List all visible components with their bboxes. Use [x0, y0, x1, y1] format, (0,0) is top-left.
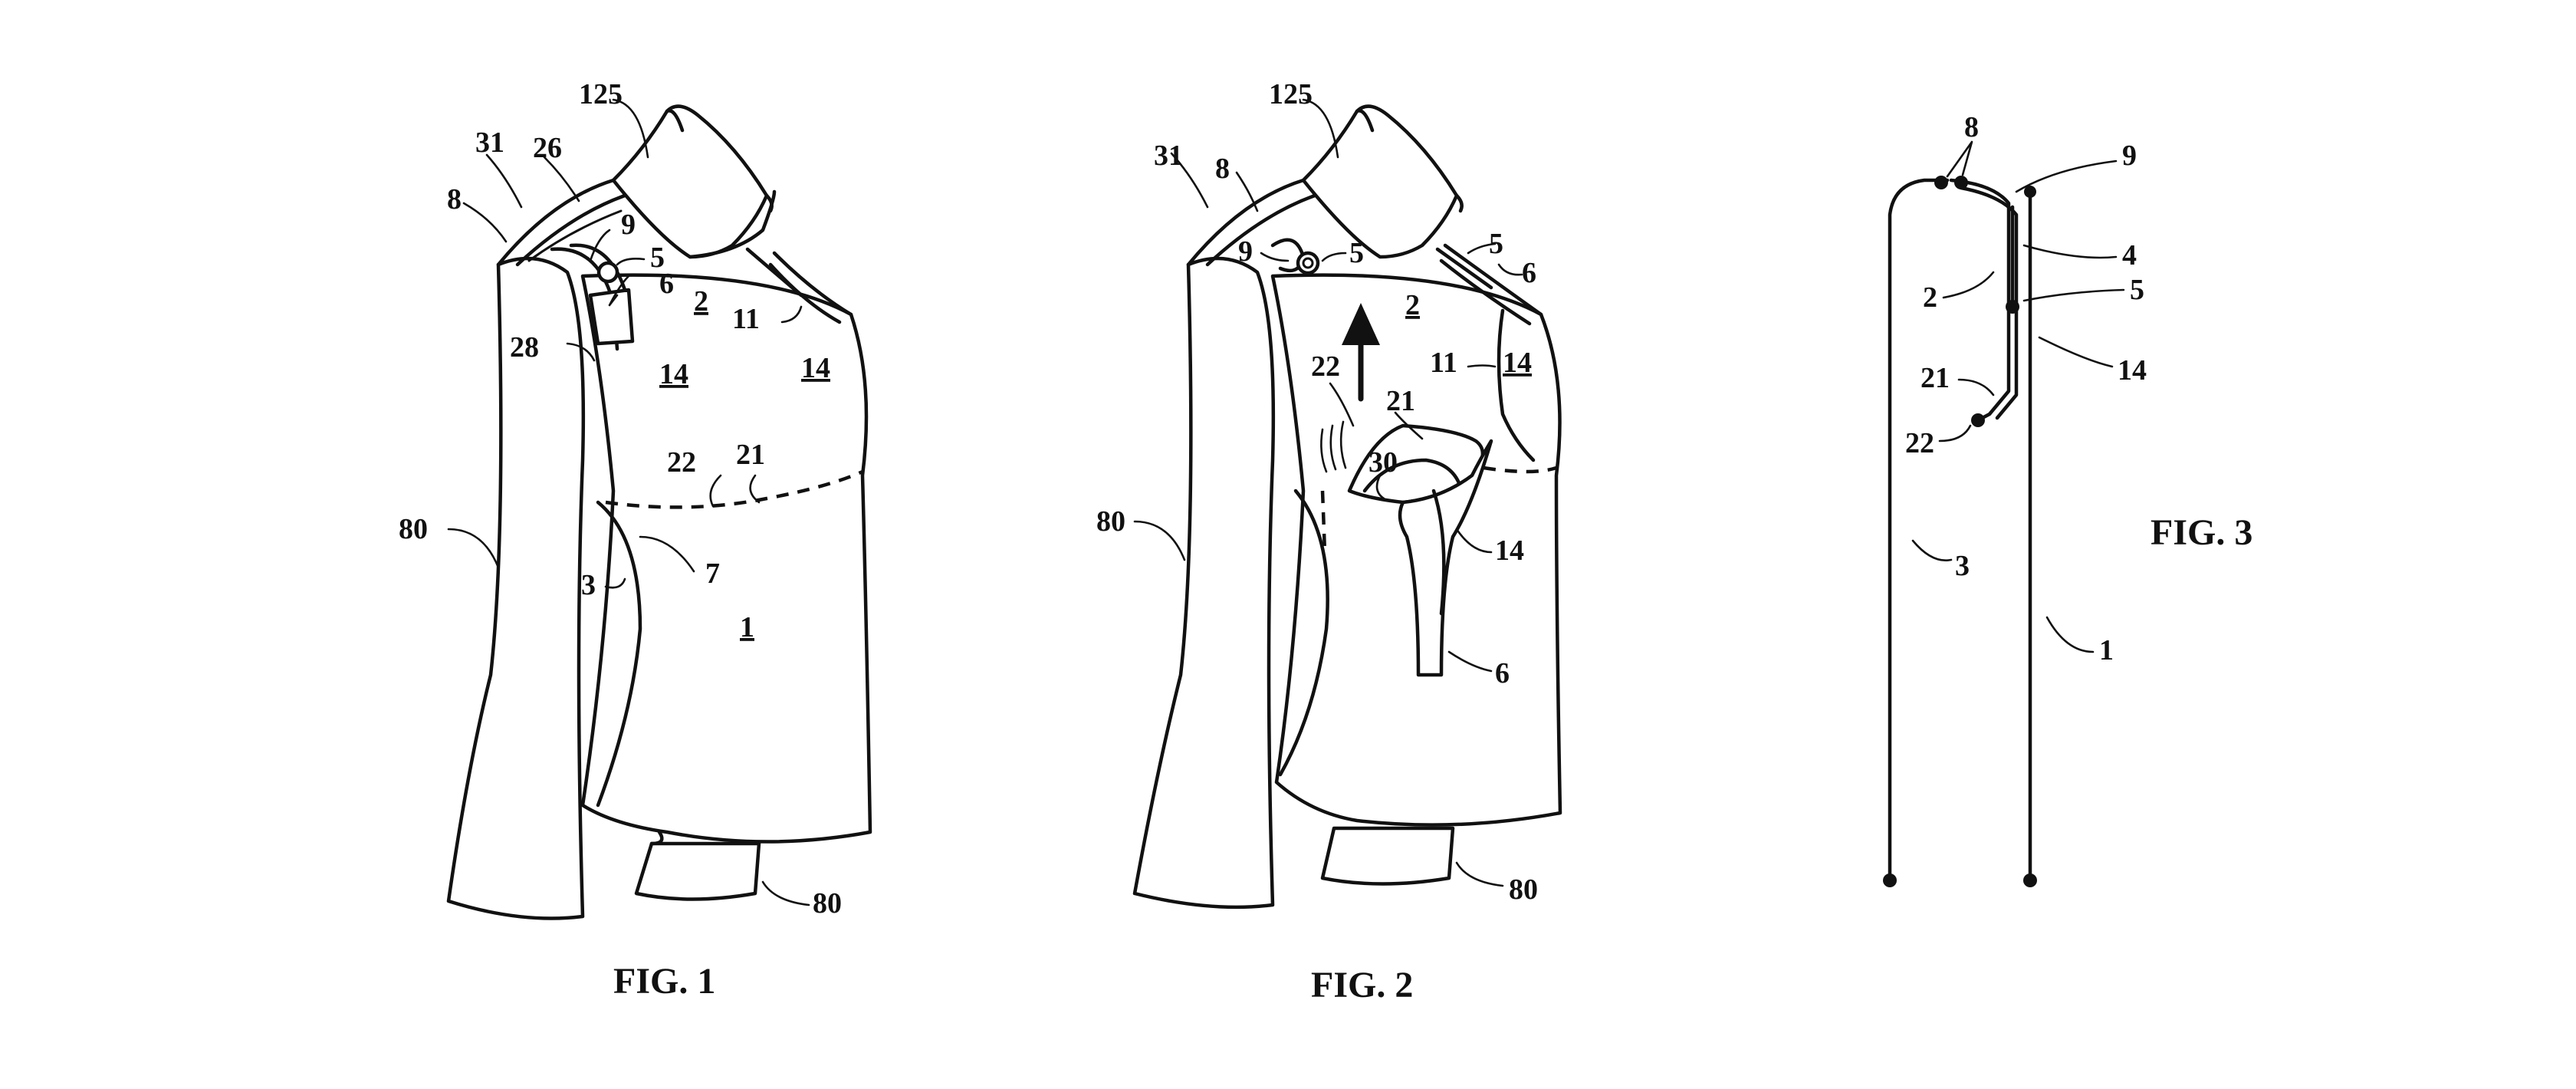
fig2-label-6-top: 6 — [1522, 257, 1536, 289]
fig1-label-125: 125 — [579, 78, 623, 110]
fig1-label-14-left: 14 — [659, 358, 688, 390]
figure-1-leader-lines — [447, 98, 810, 906]
fig1-label-80-top: 80 — [399, 513, 428, 545]
fig1-label-5: 5 — [650, 242, 665, 274]
fig2-label-14-top: 14 — [1503, 347, 1532, 379]
fig1-label-2: 2 — [694, 285, 708, 317]
figure-2-leader-lines — [1133, 98, 1523, 887]
figure-3-reference-labels: 8 9 4 2 5 14 21 22 3 1 — [1905, 111, 2147, 666]
figure-1-caption: FIG. 1 — [613, 961, 715, 1002]
fig2-label-80-top: 80 — [1096, 505, 1125, 538]
fig3-label-5: 5 — [2130, 274, 2144, 306]
fig1-label-9: 9 — [621, 209, 636, 241]
fig1-label-6: 6 — [659, 268, 674, 300]
fig2-label-80-bottom: 80 — [1509, 874, 1538, 906]
fig1-label-31: 31 — [475, 127, 504, 159]
fig3-label-4: 4 — [2122, 239, 2137, 271]
fig1-label-80-bottom: 80 — [813, 887, 842, 920]
fig3-label-14: 14 — [2118, 354, 2147, 387]
fig1-label-8: 8 — [447, 183, 462, 215]
fig3-node-22 — [1971, 413, 1985, 427]
fig2-label-5-right: 5 — [1489, 228, 1503, 260]
fig1-label-11: 11 — [732, 303, 760, 335]
fig3-node-1-bottom — [2023, 874, 2037, 887]
fig2-label-11: 11 — [1430, 347, 1457, 379]
fig3-label-8: 8 — [1964, 111, 1979, 143]
figure-2-drawing — [1132, 104, 1562, 910]
figure-3-leader-lines — [1911, 140, 2125, 653]
fig3-node-3-bottom — [1883, 874, 1897, 887]
fig2-label-6-bottom: 6 — [1495, 657, 1510, 689]
fig2-label-31: 31 — [1154, 140, 1183, 172]
fig1-label-3: 3 — [581, 569, 596, 601]
figure-2-caption: FIG. 2 — [1311, 965, 1413, 1005]
fig1-label-21: 21 — [736, 439, 765, 471]
figure-3-caption: FIG. 3 — [2150, 512, 2252, 553]
fig3-label-3: 3 — [1955, 550, 1970, 582]
fig3-node-8-left — [1934, 176, 1948, 189]
fig1-label-26: 26 — [533, 132, 562, 164]
figure-3-drawing — [1883, 176, 2037, 887]
fig2-label-9: 9 — [1238, 235, 1253, 268]
fig3-label-21: 21 — [1921, 362, 1950, 394]
fig2-label-22: 22 — [1311, 350, 1340, 383]
fig1-label-14-right: 14 — [801, 352, 830, 384]
fig2-label-14-bottom: 14 — [1495, 535, 1524, 567]
fig3-node-9 — [2024, 186, 2036, 198]
fig3-label-1: 1 — [2099, 634, 2114, 666]
figure-1-reference-labels: 125 31 26 8 9 5 6 2 11 28 14 14 22 21 80… — [399, 78, 842, 920]
figure-2-reference-labels: 125 31 8 9 5 5 6 2 22 21 11 14 30 80 14 … — [1096, 78, 1538, 906]
fig2-label-125: 125 — [1269, 78, 1313, 110]
fig2-label-30: 30 — [1368, 446, 1398, 479]
fig1-label-7: 7 — [705, 558, 720, 590]
figure-3: 8 9 4 2 5 14 21 22 3 1 FIG. 3 — [1883, 111, 2252, 887]
fig3-label-2: 2 — [1923, 281, 1937, 314]
figure-1: 125 31 26 8 9 5 6 2 11 28 14 14 22 21 80… — [399, 78, 872, 1002]
fig2-label-2: 2 — [1405, 289, 1420, 321]
fig1-label-28: 28 — [510, 331, 539, 364]
figure-1-drawing — [446, 104, 872, 920]
fig3-label-9: 9 — [2122, 140, 2137, 172]
fig1-label-22: 22 — [667, 446, 696, 479]
fig2-label-8: 8 — [1215, 153, 1230, 185]
fig3-node-8-right — [1954, 176, 1968, 189]
fig2-label-5-left: 5 — [1349, 237, 1364, 269]
figure-2: 125 31 8 9 5 5 6 2 22 21 11 14 30 80 14 … — [1096, 78, 1562, 1005]
fig3-label-22: 22 — [1905, 427, 1934, 459]
fig2-label-21: 21 — [1386, 385, 1415, 417]
fig3-node-5 — [2006, 300, 2019, 314]
fig1-label-1: 1 — [740, 611, 754, 643]
